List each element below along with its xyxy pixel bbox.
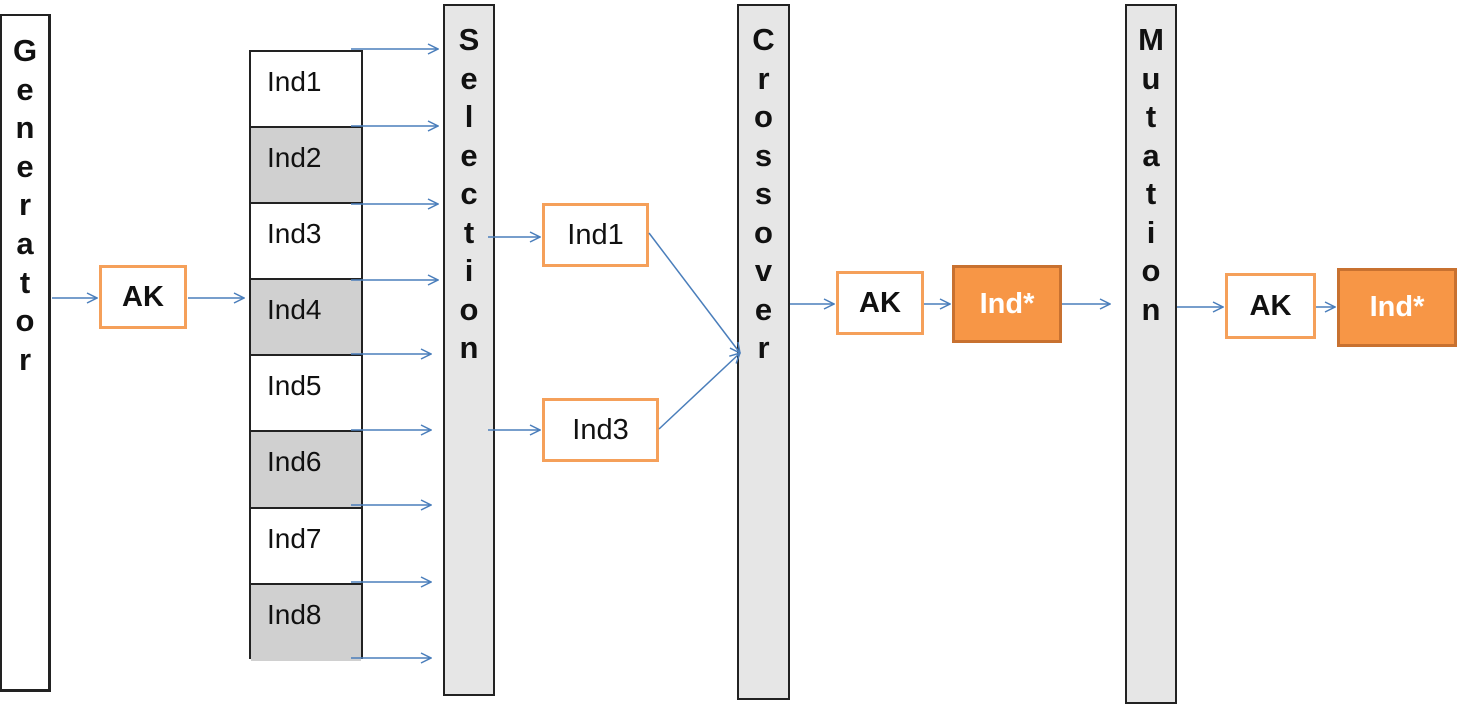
stage-letter: n — [15, 110, 35, 146]
population-cell: Ind6 — [251, 432, 361, 509]
population-cell: Ind4 — [251, 280, 361, 357]
population-cell: Ind2 — [251, 128, 361, 205]
selected-ind3-box: Ind3 — [542, 398, 659, 462]
stage-letter: e — [460, 60, 478, 96]
stage-letter: r — [18, 341, 32, 377]
population-cell: Ind7 — [251, 508, 361, 585]
stage-letter: o — [754, 214, 773, 250]
population-cell: Ind8 — [251, 584, 361, 661]
stage-letter: e — [460, 137, 478, 173]
stage-letter: a — [1142, 137, 1160, 173]
stage-letter: n — [459, 330, 479, 365]
offspring-box-mutation: Ind* — [1337, 268, 1457, 347]
stage-letter: t — [463, 214, 475, 250]
stage-letter: t — [19, 264, 31, 300]
stage-letter: o — [15, 303, 35, 339]
stage-letter: s — [754, 137, 773, 173]
population-cell: Ind5 — [251, 356, 361, 433]
ak-box-mutation: AK — [1225, 273, 1316, 339]
stage-letter: a — [16, 225, 34, 261]
stage-letter: C — [752, 22, 775, 57]
stage-letter: i — [1146, 214, 1156, 250]
stage-letter: G — [12, 33, 38, 68]
ak-box-generator: AK — [99, 265, 187, 329]
stage-letter: r — [18, 187, 32, 223]
arrow — [658, 353, 740, 430]
stage-letter: o — [754, 99, 773, 134]
stage-letter: r — [757, 330, 770, 365]
stage-letter: c — [460, 176, 478, 211]
population-cell: Ind1 — [251, 52, 361, 129]
stage-letter: e — [16, 71, 34, 107]
stage-letter: u — [1141, 60, 1161, 96]
population-column: Ind1 Ind2 Ind3 Ind4 Ind5 Ind6 Ind7 Ind8 — [249, 50, 363, 661]
stage-letter: M — [1138, 22, 1164, 57]
stage-letter: S — [458, 22, 480, 57]
stage-letter: o — [1141, 253, 1161, 288]
population-cell: Ind3 — [251, 204, 361, 281]
stage-letter: e — [754, 291, 773, 327]
arrow — [648, 232, 740, 353]
selected-ind1-box: Ind1 — [542, 203, 649, 267]
stage-letter: l — [464, 99, 474, 134]
stage-letter: v — [754, 253, 773, 288]
ak-box-crossover: AK — [836, 271, 924, 335]
stage-letter: e — [16, 148, 34, 184]
offspring-box-crossover: Ind* — [952, 265, 1062, 343]
stage-letter: t — [1145, 99, 1157, 134]
stage-letter: r — [757, 60, 770, 96]
stage-letter: t — [1145, 176, 1157, 211]
stage-letter: n — [1141, 291, 1161, 327]
stage-letter: i — [464, 253, 474, 288]
stage-letter: s — [754, 176, 773, 211]
stage-letter: o — [459, 291, 479, 327]
